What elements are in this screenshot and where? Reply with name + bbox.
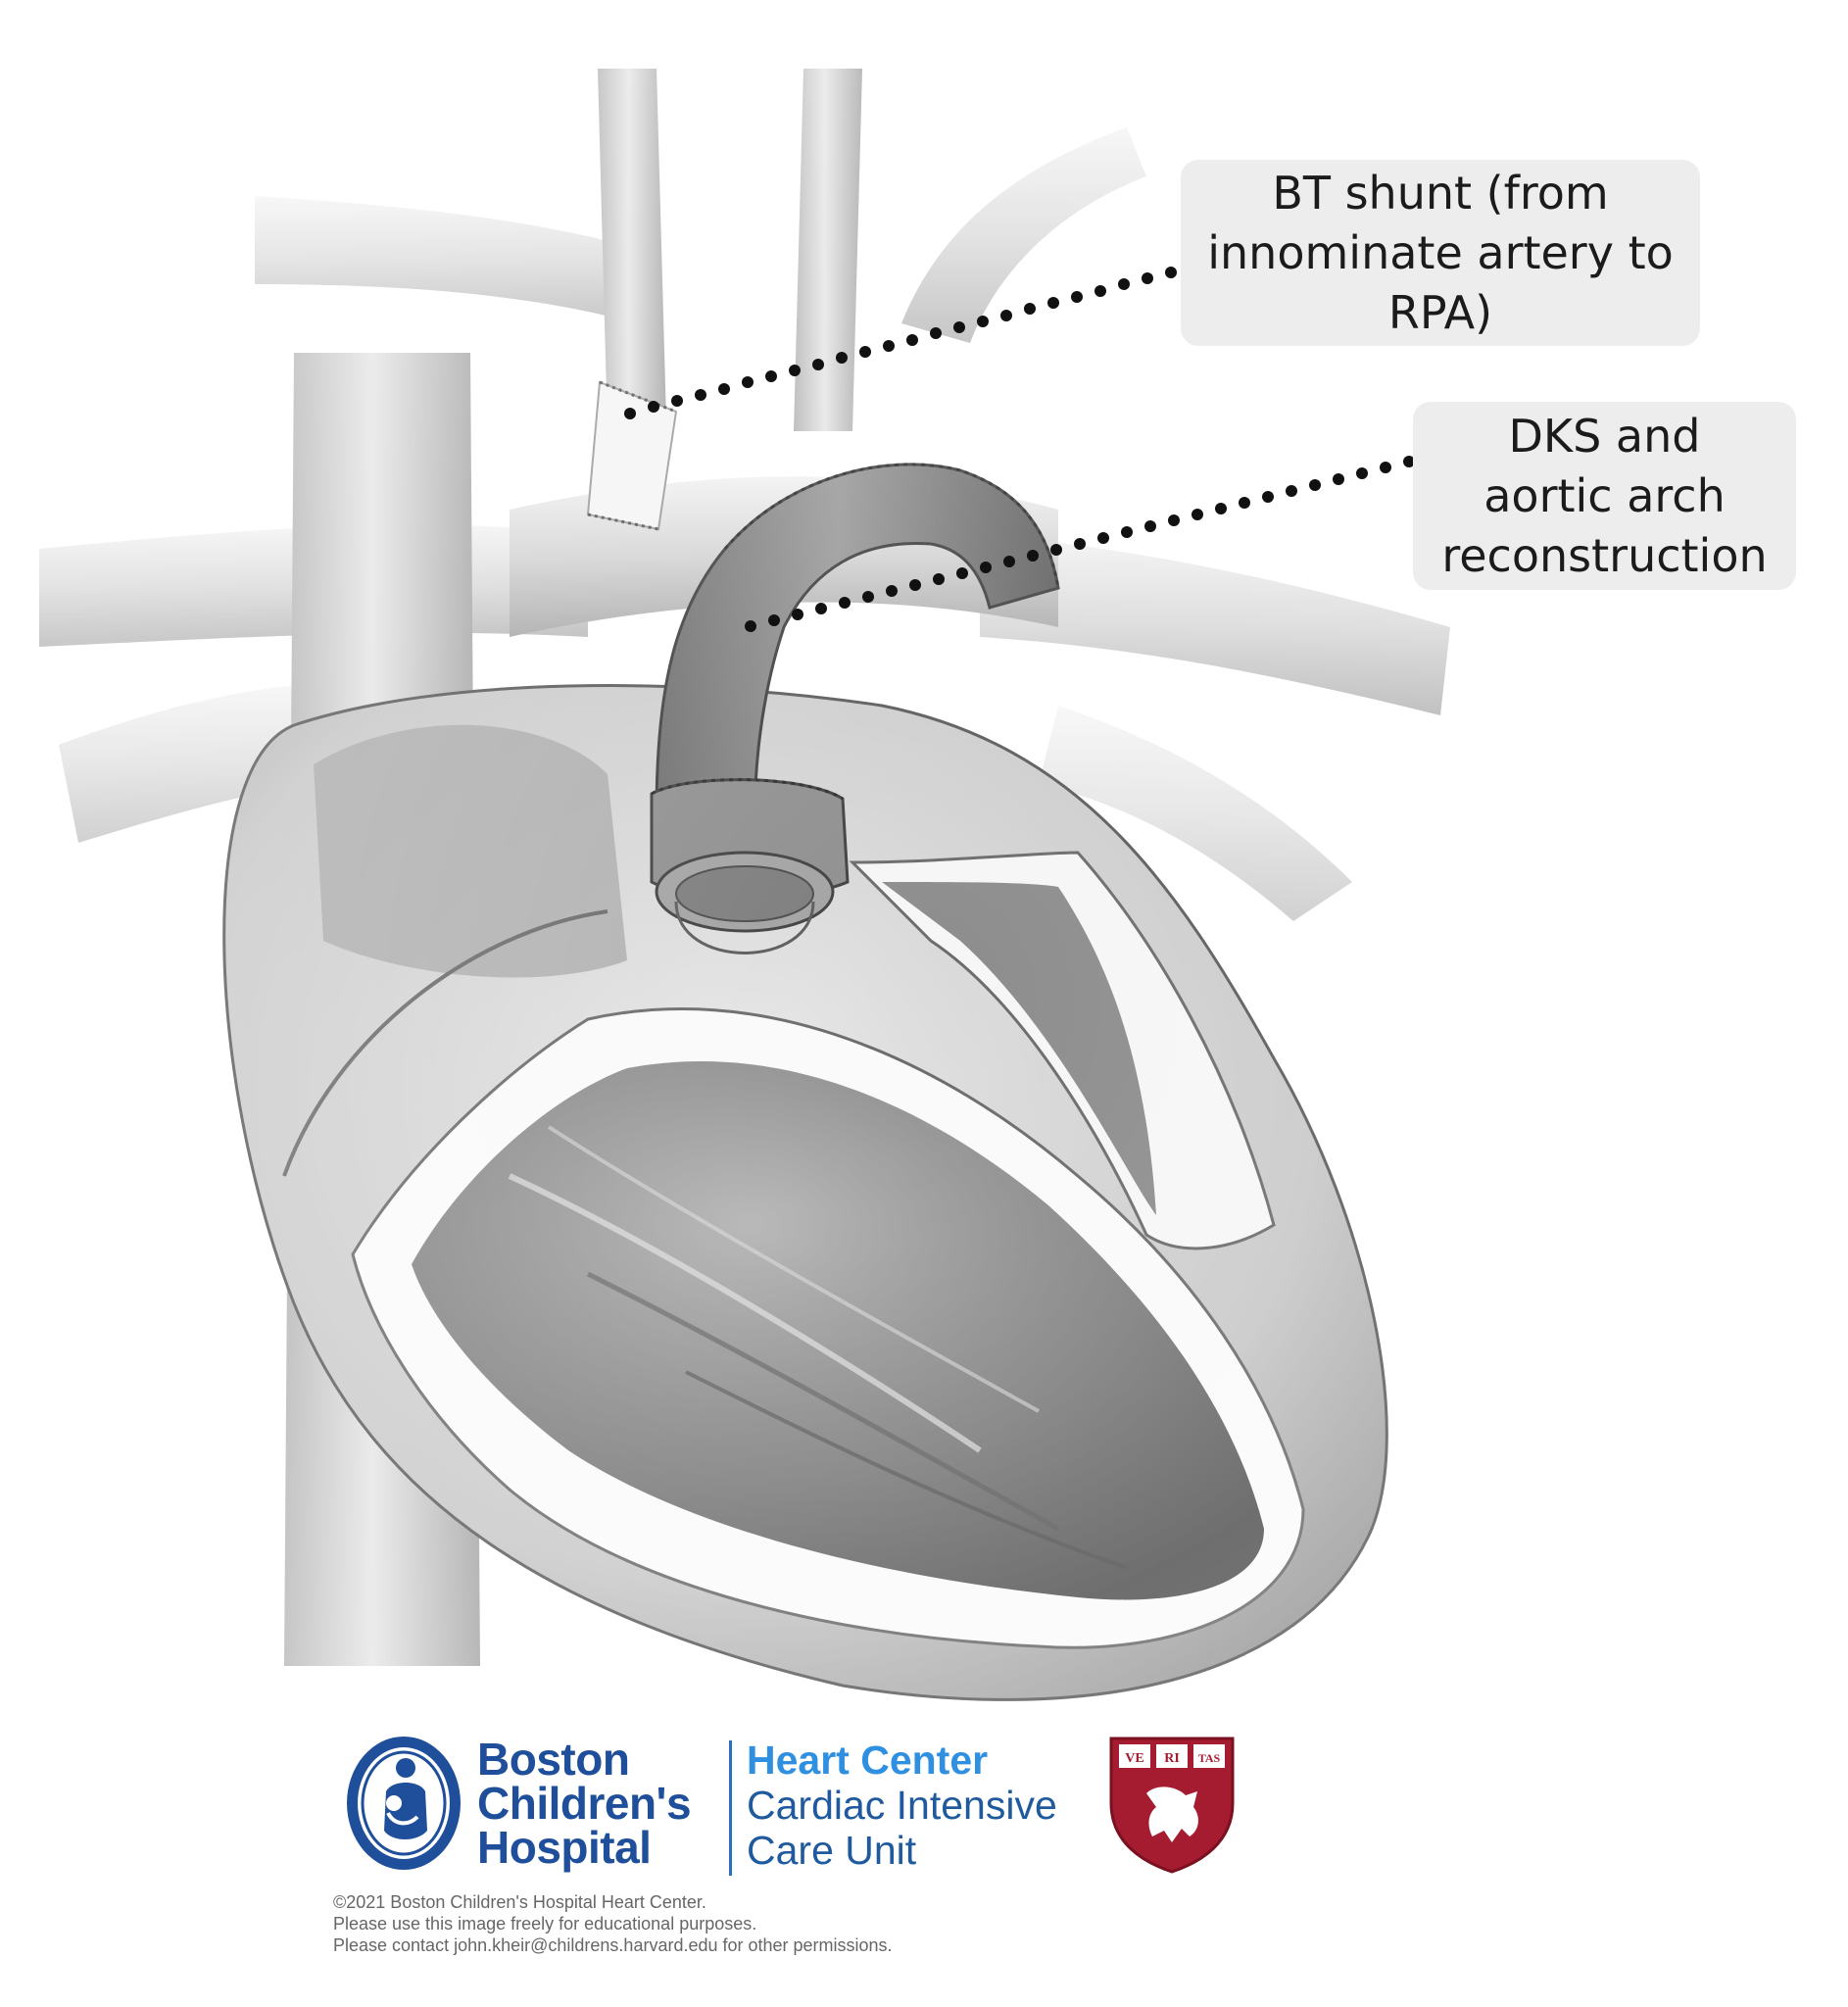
callout-dks-line-3: reconstruction: [1413, 526, 1796, 586]
callout-dks-line-1: DKS and: [1413, 407, 1796, 466]
callout-bt-line-1: BT shunt (from: [1181, 164, 1700, 223]
shield-letters-2: RI: [1164, 1751, 1180, 1766]
unit-name-line-3: Care Unit: [747, 1829, 916, 1872]
callout-bt-line-3: RPA): [1181, 283, 1700, 343]
shield-letters-1: VE: [1125, 1751, 1143, 1766]
callout-bt-line-2: innominate artery to: [1181, 223, 1700, 283]
logo-divider: [729, 1740, 732, 1876]
shield-letters-3: TAS: [1198, 1751, 1221, 1765]
copyright-line-3: Please contact john.kheir@childrens.harv…: [333, 1934, 893, 1956]
hospital-name-line-2: Children's: [477, 1781, 691, 1826]
harvard-shield-icon: VE RI TAS: [1107, 1735, 1237, 1874]
boston-childrens-seal-icon: [343, 1733, 464, 1874]
unit-name-line-1: Heart Center: [747, 1738, 988, 1782]
hospital-name-line-3: Hospital: [477, 1825, 651, 1870]
callout-dks-line-2: aortic arch: [1413, 466, 1796, 526]
institution-logo: Boston Children's Hospital Heart Center …: [343, 1733, 1244, 1889]
callout-bt-shunt: BT shunt (from innominate artery to RPA): [1181, 160, 1700, 346]
copyright-line-2: Please use this image freely for educati…: [333, 1913, 893, 1934]
copyright-line-1: ©2021 Boston Children's Hospital Heart C…: [333, 1891, 893, 1913]
hospital-name-line-1: Boston: [477, 1737, 629, 1782]
copyright-notice: ©2021 Boston Children's Hospital Heart C…: [333, 1891, 893, 1956]
callout-dks: DKS and aortic arch reconstruction: [1413, 402, 1796, 590]
unit-name-line-2: Cardiac Intensive: [747, 1784, 1057, 1827]
